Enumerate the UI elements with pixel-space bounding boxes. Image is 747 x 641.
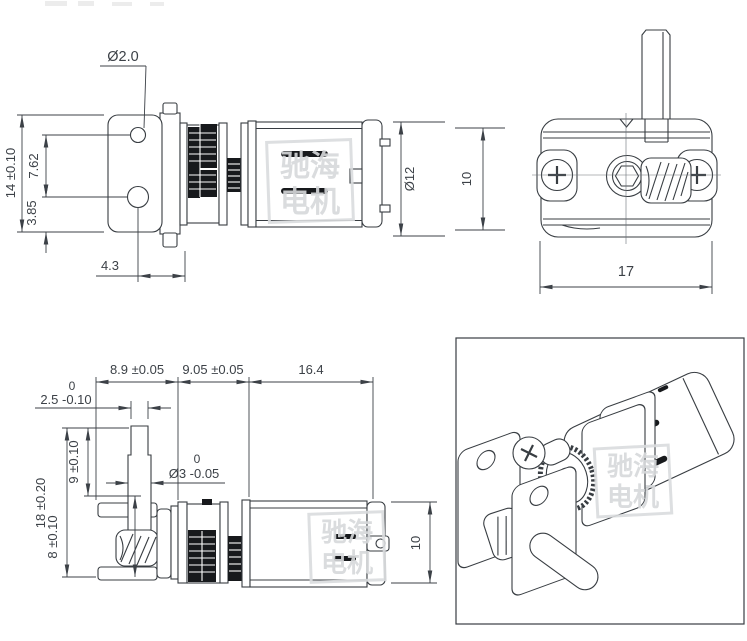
motor-terminal: [379, 138, 391, 147]
bracket-arm-bottom: [97, 566, 158, 581]
dimensions-side-shaft: 8.9 ±0.05 9.05 ±0.05 16.4 0 2.5 -0.10 9 …: [33, 362, 437, 584]
iso-screw: [512, 436, 571, 470]
watermark-text-line1: 驰海: [607, 451, 659, 481]
dim-motor-length: 16.4: [298, 362, 323, 377]
view-side-shaft: 驰海 电机 8.9 ±0.05 9.05 ±0.05 16.4 0 2.5 -0…: [33, 362, 437, 588]
view-isometric: 驰海 电机: [455, 337, 745, 625]
vent-slot: [334, 534, 356, 539]
view-end: Ø12 10 17: [393, 29, 721, 294]
vent-slot: [281, 151, 328, 157]
dim-motor-height: 10: [408, 536, 423, 550]
dimensions-end-view: Ø12 10 17: [393, 121, 713, 294]
dim-overall-height: 18 ±0.20: [33, 478, 48, 529]
dim-body-width: 17: [618, 264, 634, 280]
watermark-text-line1: 驰海: [321, 517, 373, 547]
bearing: [605, 154, 649, 198]
gear-small: [228, 536, 242, 581]
dim-gearbox-length: 9.05 ±0.05: [182, 362, 243, 377]
watermark-text-line1: 驰海: [280, 150, 340, 183]
output-shaft: [127, 425, 152, 531]
watermark-text-line2: 电机: [607, 482, 659, 512]
output-shaft: [641, 29, 671, 126]
dim-base-height: 8 ±0.10: [45, 515, 60, 558]
motor-end-cap: [361, 119, 383, 228]
watermark-stamp: 驰海 电机: [307, 510, 387, 584]
vent-slot: [334, 556, 356, 561]
flange-hole-bottom: [126, 185, 150, 209]
isometric-frame: [455, 337, 745, 625]
gear-cluster: [188, 530, 216, 582]
flange-hole-top: [129, 126, 147, 144]
watermark-text-line2: 电机: [280, 186, 340, 219]
watermark-stamp: 驰海 电机: [265, 138, 355, 224]
worm-gear: [640, 157, 692, 204]
dimensions-side-flange: Ø2.0 14 ±0.10 7.62 3.85 4.3: [3, 49, 186, 282]
view-side-flange: 驰海 电机 Ø2.0 14 ±0.10 7.62 3.85 4.3: [3, 49, 391, 282]
dim-hole-diameter: Ø2.0: [107, 49, 138, 65]
dim-flange-height: 14 ±0.10: [3, 148, 18, 199]
watermark-stamp: 驰海 电机: [592, 443, 674, 519]
motor-terminal: [379, 204, 391, 213]
dim-gearbox-height: 10: [459, 172, 474, 186]
iso-output-shaft: [529, 532, 599, 591]
dim-shaft-diameter-upper-limit: 0: [194, 452, 201, 466]
top-edge-artifact: [45, 1, 164, 6]
dim-shaft-flat-upper-limit: 0: [69, 379, 76, 393]
dim-hole-to-face: 4.3: [101, 258, 119, 273]
dim-shaft-length: 9 ±0.10: [66, 440, 81, 483]
dim-shaft-flat: 2.5 -0.10: [40, 392, 91, 407]
dim-motor-diameter: Ø12: [402, 167, 417, 192]
gear-small: [227, 158, 241, 192]
dim-bracket-length: 8.9 ±0.05: [110, 362, 164, 377]
dim-shaft-diameter: Ø3 -0.05: [169, 466, 220, 481]
vent-slot: [281, 188, 328, 194]
watermark-text-line2: 电机: [321, 548, 373, 578]
dim-hole-pitch: 7.62: [26, 153, 41, 178]
gear-cluster: [188, 124, 217, 198]
dim-hole-offset: 3.85: [24, 200, 39, 225]
